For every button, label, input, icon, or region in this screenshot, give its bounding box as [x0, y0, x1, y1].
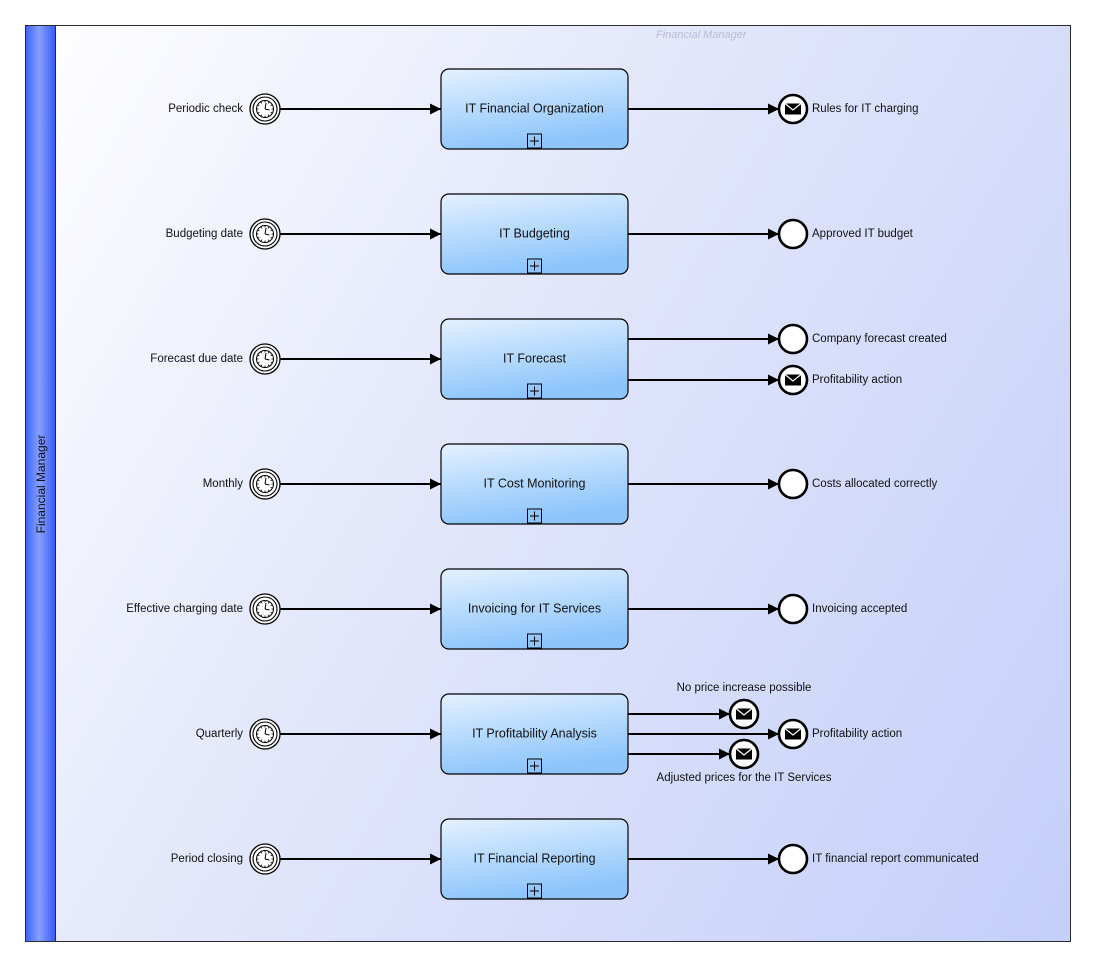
start-event-label: Period closing [171, 853, 243, 865]
task-label: IT Cost Monitoring [484, 476, 586, 490]
end-event [777, 468, 809, 500]
timer-icon [249, 468, 281, 500]
envelope-icon [784, 103, 802, 115]
timer-icon [249, 343, 281, 375]
task-label: IT Profitability Analysis [472, 726, 597, 740]
process-row: Monthly IT Cost Monitoring Costs allocated… [203, 443, 938, 525]
message-end-event [777, 93, 809, 125]
plus-box-icon[interactable] [527, 133, 542, 149]
start-event-label: Effective charging date [126, 603, 243, 615]
message-end-event [728, 698, 760, 730]
message-end-event [728, 738, 760, 770]
envelope-icon [735, 708, 753, 720]
task-label: IT Budgeting [499, 226, 570, 240]
timer-icon [249, 718, 281, 750]
timer-icon [249, 93, 281, 125]
plus-box-icon[interactable] [527, 383, 542, 399]
start-event-label: Quarterly [196, 728, 244, 740]
process-row: Period closing IT Financial Reporting IT f… [171, 818, 979, 900]
envelope-icon [784, 374, 802, 386]
end-event-label: Costs allocated correctly [812, 478, 938, 490]
end-event-label: Approved IT budget [812, 228, 914, 240]
process-row: Budgeting date IT Budgeting Approved IT bu… [166, 193, 914, 275]
plus-box-icon[interactable] [527, 883, 542, 899]
process-row: Periodic check IT Financial Organization R… [168, 68, 919, 150]
subprocess-task[interactable]: Invoicing for IT Services [440, 568, 629, 650]
end-event [777, 323, 809, 355]
subprocess-task[interactable]: IT Financial Reporting [440, 818, 629, 900]
subprocess-task[interactable]: IT Forecast [440, 318, 629, 400]
end-event [777, 593, 809, 625]
plus-box-icon[interactable] [527, 258, 542, 274]
process-row: Effective charging date Invoicing for IT … [126, 568, 907, 650]
task-label: IT Financial Organization [465, 101, 604, 115]
end-event [777, 218, 809, 250]
end-event-label: Adjusted prices for the IT Services [657, 772, 832, 784]
task-label: IT Forecast [503, 351, 567, 365]
subprocess-task[interactable]: IT Financial Organization [440, 68, 629, 150]
lane-header: Financial Manager [26, 26, 56, 941]
start-event-label: Forecast due date [150, 353, 243, 365]
plus-box-icon[interactable] [527, 633, 542, 649]
process-row: Forecast due date IT Forecast Company fore… [150, 318, 947, 400]
end-event [777, 843, 809, 875]
start-event-label: Budgeting date [166, 228, 243, 240]
end-event-label: Rules for IT charging [812, 103, 919, 115]
timer-icon [249, 843, 281, 875]
end-event-label: No price increase possible [677, 682, 812, 694]
end-event-label: Company forecast created [812, 333, 947, 345]
envelope-icon [784, 728, 802, 740]
message-end-event [777, 718, 809, 750]
end-event-label: IT financial report communicated [812, 853, 979, 865]
end-event-label: Invoicing accepted [812, 603, 907, 615]
pool-title: Financial Manager [656, 29, 747, 41]
plus-box-icon[interactable] [527, 758, 542, 774]
subprocess-task[interactable]: IT Profitability Analysis [440, 693, 629, 775]
subprocess-task[interactable]: IT Budgeting [440, 193, 629, 275]
task-label: IT Financial Reporting [473, 851, 595, 865]
timer-icon [249, 593, 281, 625]
task-label: Invoicing for IT Services [468, 601, 601, 615]
process-row: Quarterly IT Profitability Analysis No pri… [196, 682, 902, 784]
end-event-label: Profitability action [812, 728, 902, 740]
start-event-label: Monthly [203, 478, 244, 490]
subprocess-task[interactable]: IT Cost Monitoring [440, 443, 629, 525]
plus-box-icon[interactable] [527, 508, 542, 524]
end-event-label: Profitability action [812, 374, 902, 386]
envelope-icon [735, 748, 753, 760]
message-end-event [777, 364, 809, 396]
timer-icon [249, 218, 281, 250]
start-event-label: Periodic check [168, 103, 243, 115]
